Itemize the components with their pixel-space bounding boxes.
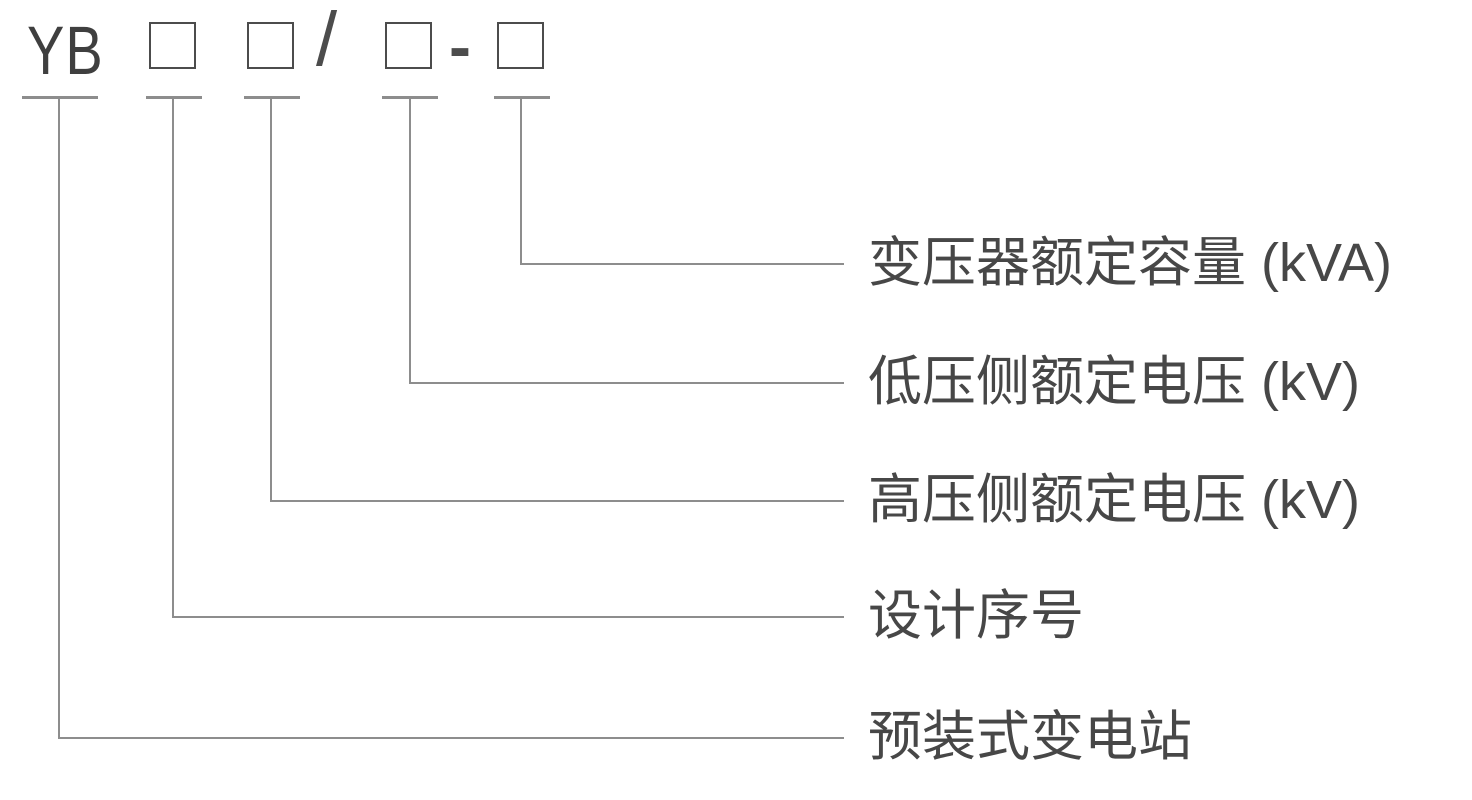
tick-mark-prefix — [22, 96, 98, 99]
connector-line-rated-capacity — [520, 97, 844, 265]
tick-mark-hv-voltage — [244, 96, 300, 99]
callout-label-design-serial: 设计序号 — [868, 586, 1084, 646]
callout-label-hv-voltage: 高压侧额定电压 (kV) — [868, 470, 1360, 530]
slash-separator: / — [316, 0, 338, 82]
tick-mark-design-serial — [146, 96, 202, 99]
callout-label-lv-voltage: 低压侧额定电压 (kV) — [868, 352, 1360, 412]
placeholder-box-rated-capacity — [497, 22, 544, 69]
connector-line-hv-voltage — [270, 97, 844, 502]
callout-label-prefab-substation: 预装式变电站 — [868, 707, 1192, 767]
placeholder-box-design-serial — [149, 22, 196, 69]
placeholder-box-lv-voltage — [385, 22, 432, 69]
dash-separator: - — [449, 9, 471, 83]
connector-line-lv-voltage — [409, 97, 844, 384]
connector-line-prefix — [58, 97, 844, 739]
connector-line-design-serial — [172, 97, 844, 618]
tick-mark-rated-capacity — [494, 96, 550, 99]
callout-label-rated-capacity: 变压器额定容量 (kVA) — [868, 233, 1392, 293]
placeholder-box-hv-voltage — [247, 22, 294, 69]
model-prefix-text: YB — [27, 11, 104, 89]
